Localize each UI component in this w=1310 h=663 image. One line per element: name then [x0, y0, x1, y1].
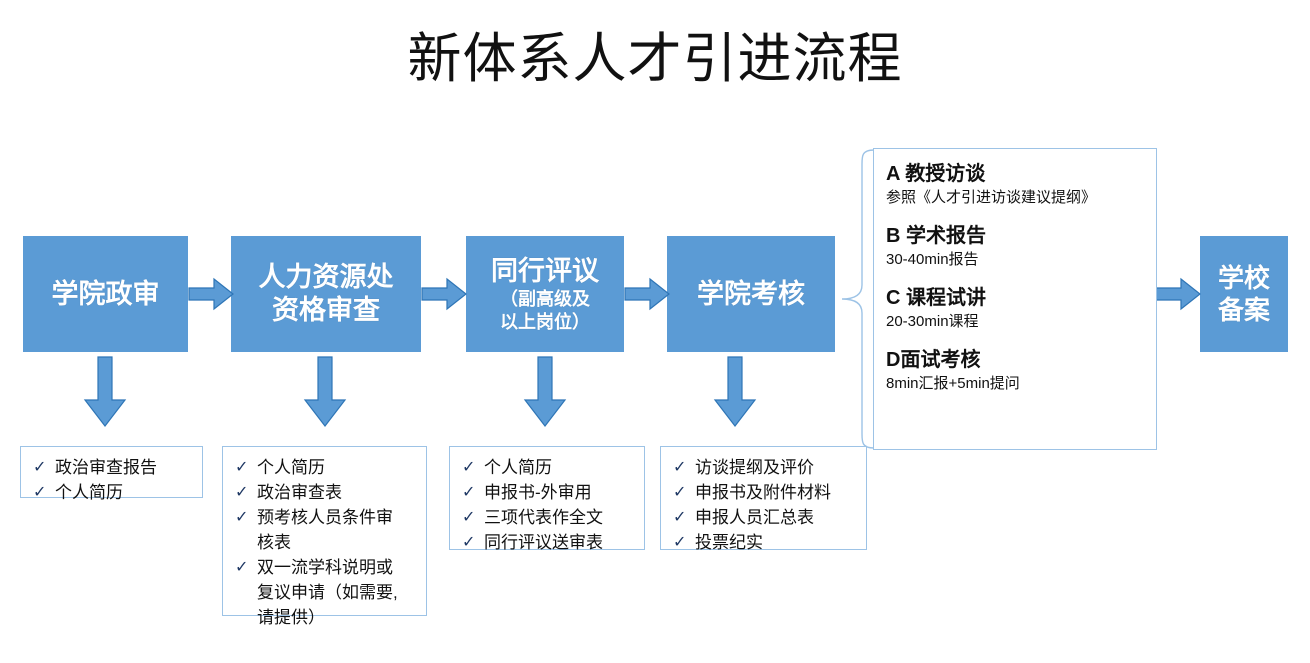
check-icon: ✓	[235, 459, 249, 476]
list-item: ✓ 申报人员汇总表	[669, 505, 856, 530]
checklist-box-4: ✓ 访谈提纲及评价 ✓ 申报书及附件材料 ✓ 申报人员汇总表 ✓ 投票纪实	[660, 446, 867, 552]
list-item: ✓ 申报书-外审用	[458, 480, 634, 505]
step-1-label: 学院政审	[51, 278, 160, 309]
check-icon: ✓	[33, 484, 47, 501]
checklist-1-item-0: 政治审查报告	[55, 458, 157, 477]
process-box-step-2[interactable]: 人力资源处 资格审查	[231, 236, 421, 352]
process-box-step-3[interactable]: 同行评议 （副高级及 以上岗位）	[466, 236, 624, 352]
step-3-label: 同行评议	[491, 255, 599, 286]
assessment-item-d: D面试考核 8min汇报+5min提问	[886, 347, 1148, 395]
step-2-label-line2: 资格审查	[272, 295, 380, 325]
assessment-item-c-title: C 课程试讲	[886, 287, 986, 309]
list-item: ✓ 投票纪实	[669, 530, 856, 555]
assessment-item-a: A 教授访谈 参照《人才引进访谈建议提纲》	[886, 161, 1148, 209]
check-icon: ✓	[235, 509, 249, 526]
assessment-item-a-desc: 参照《人才引进访谈建议提纲》	[886, 189, 1097, 206]
check-icon: ✓	[462, 484, 476, 501]
process-box-step-5[interactable]: 学校 备案	[1200, 236, 1288, 352]
check-icon: ✓	[33, 459, 47, 476]
check-icon: ✓	[462, 509, 476, 526]
assessment-item-c-desc: 20-30min课程	[886, 313, 979, 330]
checklist-3-item-2: 三项代表作全文	[484, 508, 603, 527]
page-title: 新体系人才引进流程	[407, 29, 903, 89]
checklist-2-item-2: 预考核人员条件审 核表	[257, 508, 393, 552]
assessment-item-b-title: B 学术报告	[886, 225, 986, 247]
list-item: ✓ 申报书及附件材料	[669, 480, 856, 505]
list-item: ✓ 双一流学科说明或 复议申请（如需要, 请提供）	[231, 555, 416, 630]
list-item: ✓ 预考核人员条件审 核表	[231, 505, 416, 555]
list-item: ✓ 政治审查报告	[29, 455, 192, 480]
checklist-4-item-3: 投票纪实	[695, 533, 763, 552]
arrow-down-step1-to-checklist1	[82, 356, 128, 428]
assessment-item-d-title: D面试考核	[886, 349, 981, 371]
checklist-2-item-1: 政治审查表	[257, 483, 342, 502]
assessment-item-a-title: A 教授访谈	[886, 163, 986, 185]
arrow-right-step2-to-step3	[421, 277, 467, 311]
checklist-3-item-3: 同行评议送审表	[484, 533, 603, 552]
process-box-step-4[interactable]: 学院考核	[667, 236, 835, 352]
check-icon: ✓	[673, 534, 687, 551]
process-box-step-1[interactable]: 学院政审	[23, 236, 188, 352]
assessment-item-c: C 课程试讲 20-30min课程	[886, 285, 1148, 333]
step-5-label-line2: 备案	[1217, 295, 1270, 325]
arrow-down-step4-to-checklist4	[712, 356, 758, 428]
step-3-sub-line1: （副高级及	[500, 288, 590, 309]
list-item: ✓ 三项代表作全文	[458, 505, 634, 530]
check-icon: ✓	[235, 484, 249, 501]
check-icon: ✓	[673, 484, 687, 501]
check-icon: ✓	[235, 559, 249, 576]
checklist-2-item-0: 个人简历	[257, 458, 325, 477]
assessment-item-d-desc: 8min汇报+5min提问	[886, 375, 1020, 392]
checklist-4-item-0: 访谈提纲及评价	[695, 458, 814, 477]
check-icon: ✓	[462, 459, 476, 476]
checklist-box-1: ✓ 政治审查报告 ✓ 个人简历	[20, 446, 203, 502]
check-icon: ✓	[673, 509, 687, 526]
list-item: ✓ 政治审查表	[231, 480, 416, 505]
checklist-4-item-1: 申报书及附件材料	[695, 483, 831, 502]
list-item: ✓ 个人简历	[29, 480, 192, 505]
checklist-1-item-1: 个人简历	[55, 483, 123, 502]
step-4-label: 学院考核	[697, 278, 805, 309]
checklist-box-2: ✓ 个人简历 ✓ 政治审查表 ✓ 预考核人员条件审 核表 ✓ 双一流学科说明或 …	[222, 446, 427, 627]
arrow-right-panel-to-step5	[1155, 277, 1201, 311]
list-item: ✓ 同行评议送审表	[458, 530, 634, 555]
step-3-sub-line2: 以上岗位）	[500, 311, 590, 332]
arrow-down-step2-to-checklist2	[302, 356, 348, 428]
list-item: ✓ 访谈提纲及评价	[669, 455, 856, 480]
arrow-right-step1-to-step2	[188, 277, 234, 311]
bracket-connector-step4-to-panel	[840, 148, 876, 450]
checklist-4-item-2: 申报人员汇总表	[695, 508, 814, 527]
assessment-detail-panel: A 教授访谈 参照《人才引进访谈建议提纲》 B 学术报告 30-40min报告 …	[873, 148, 1157, 450]
arrow-right-step3-to-step4	[624, 277, 670, 311]
check-icon: ✓	[462, 534, 476, 551]
list-item: ✓ 个人简历	[231, 455, 416, 480]
check-icon: ✓	[673, 459, 687, 476]
assessment-item-b: B 学术报告 30-40min报告	[886, 223, 1148, 271]
step-5-label-line1: 学校	[1217, 263, 1270, 293]
assessment-item-b-desc: 30-40min报告	[886, 251, 979, 268]
checklist-3-item-1: 申报书-外审用	[484, 483, 592, 502]
list-item: ✓ 个人简历	[458, 455, 634, 480]
arrow-down-step3-to-checklist3	[522, 356, 568, 428]
step-2-label-line1: 人力资源处	[258, 262, 394, 292]
checklist-3-item-0: 个人简历	[484, 458, 552, 477]
checklist-2-item-3: 双一流学科说明或 复议申请（如需要, 请提供）	[257, 558, 398, 627]
checklist-box-3: ✓ 个人简历 ✓ 申报书-外审用 ✓ 三项代表作全文 ✓ 同行评议送审表	[449, 446, 645, 552]
